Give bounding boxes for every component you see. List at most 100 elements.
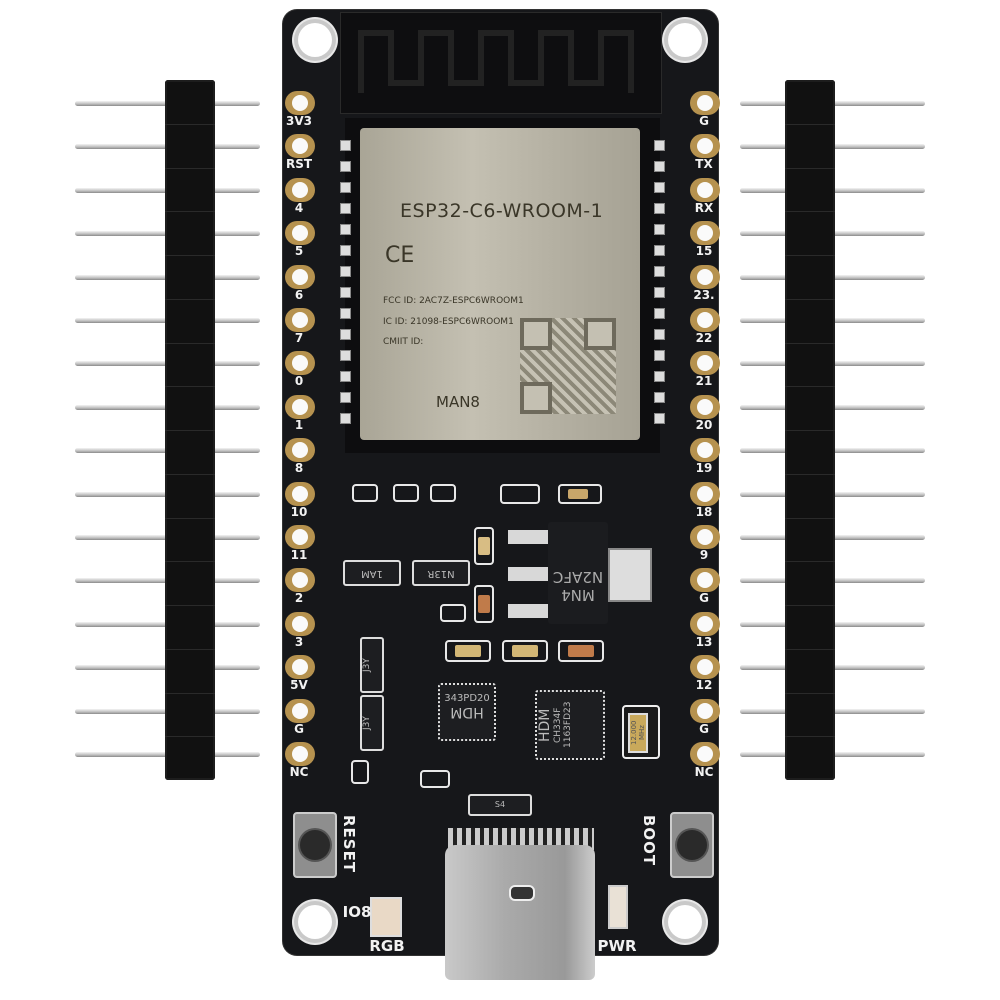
pin-pad [690, 221, 720, 246]
regulator-lead [508, 530, 548, 544]
io8-label: IO8 [342, 903, 372, 921]
pin-pad [285, 568, 315, 593]
power-led [608, 885, 628, 929]
module-castellation-pad [340, 350, 351, 361]
pin-label: 6 [294, 287, 304, 302]
module-castellation-pad [340, 161, 351, 172]
usb-chip-lot: 1163FD23 [563, 701, 573, 749]
mounting-hole [668, 23, 702, 57]
pin-pad [285, 134, 315, 159]
pin-label: 2 [294, 591, 304, 606]
pin-pad [690, 655, 720, 680]
smd-resistor [420, 770, 450, 788]
pin-label: NC [694, 765, 714, 779]
pin-label: 5V [290, 678, 308, 693]
pin-label: 10 [290, 504, 308, 519]
pin-pad [690, 698, 720, 723]
ic-id: IC ID: 21098-ESPC6WROOM1 [383, 317, 514, 327]
boot-button[interactable] [670, 812, 714, 878]
pin-label: 22 [695, 331, 713, 345]
module-castellation-pad [654, 266, 665, 277]
pin-label: 9 [699, 548, 709, 562]
smd-resistor [393, 484, 419, 502]
smd-resistor [351, 760, 369, 784]
diode-2: J3Y [360, 695, 384, 751]
smd-resistor [440, 604, 466, 622]
pin-pad [690, 481, 720, 506]
module-castellation-pad [654, 308, 665, 319]
mounting-hole [298, 905, 332, 939]
smd-capacitor [558, 484, 602, 504]
usb-chip-brand: HDM [537, 708, 553, 742]
pin-pad [690, 438, 720, 463]
module-castellation-pad [654, 161, 665, 172]
pin-label: RX [694, 200, 714, 215]
module-lot: MAN8 [436, 393, 480, 411]
smd-resistor [430, 484, 456, 502]
pwr-label: PWR [597, 937, 637, 955]
pin-pad [690, 308, 720, 332]
pin-pad [690, 394, 720, 419]
ce-mark: CE [385, 243, 415, 268]
pin-label: G [699, 114, 709, 128]
module-castellation-pad [340, 308, 351, 319]
transistor-1: 1AM [343, 560, 401, 586]
module-castellation-pad [340, 203, 351, 214]
rgb-led [370, 897, 402, 937]
usb-hub-chip: HDM CH334F 1163FD23 [535, 690, 605, 760]
pin-label: G [294, 721, 304, 736]
module-castellation-pad [340, 266, 351, 277]
pin-label: 7 [294, 331, 304, 345]
crystal-outline: 12.000 MHz [622, 705, 660, 759]
pin-pad [285, 655, 315, 680]
left-header-plastic [165, 80, 215, 780]
pin-label: G [699, 591, 709, 606]
reset-label: RESET [340, 815, 358, 874]
pin-pad [690, 134, 720, 159]
module-castellation-pad [340, 224, 351, 235]
pcb-antenna [340, 12, 662, 114]
pin-pad [285, 525, 315, 549]
pin-label: 3V3 [286, 114, 312, 128]
transistor-2: N13R [412, 560, 470, 586]
usb-c-port[interactable] [445, 845, 595, 980]
pin-pad [285, 742, 315, 766]
right-header-plastic [785, 80, 835, 780]
regulator-tab [608, 548, 652, 602]
module-castellation-pad [340, 413, 351, 424]
pin-label: 0 [294, 374, 304, 389]
smd-resistor [500, 484, 540, 504]
pin-pad [285, 611, 315, 636]
module-castellation-pad [654, 203, 665, 214]
fcc-id: FCC ID: 2AC7Z-ESPC6WROOM1 [383, 296, 524, 306]
pin-pad [285, 264, 315, 289]
pin-pad [285, 481, 315, 506]
pin-label: 18 [695, 504, 713, 519]
esd-chip: 343PD20 HDM [438, 683, 496, 741]
pin-label: 15 [695, 244, 713, 259]
pin-pad [285, 221, 315, 246]
pin-label: NC [289, 765, 309, 779]
pin-label: 11 [290, 548, 308, 562]
module-castellation-pad [654, 392, 665, 403]
module-castellation-pad [340, 245, 351, 256]
esd-chip-marking: 343PD20 [444, 693, 490, 704]
pin-pad [285, 91, 315, 115]
reset-button[interactable] [293, 812, 337, 878]
module-castellation-pad [654, 245, 665, 256]
diode-1: J3Y [360, 637, 384, 693]
regulator-lead [508, 604, 548, 618]
smd-capacitor [558, 640, 604, 662]
module-castellation-pad [654, 287, 665, 298]
module-castellation-pad [340, 287, 351, 298]
boot-label: BOOT [640, 815, 658, 867]
usb-chip-model: CH334F [553, 707, 563, 743]
smd-capacitor [474, 585, 494, 623]
module-castellation-pad [654, 350, 665, 361]
mounting-hole [298, 23, 332, 57]
small-diode: S4 [468, 794, 532, 816]
pin-label: RST [285, 157, 313, 172]
smd-capacitor [474, 527, 494, 565]
pin-label: 3 [294, 634, 304, 649]
